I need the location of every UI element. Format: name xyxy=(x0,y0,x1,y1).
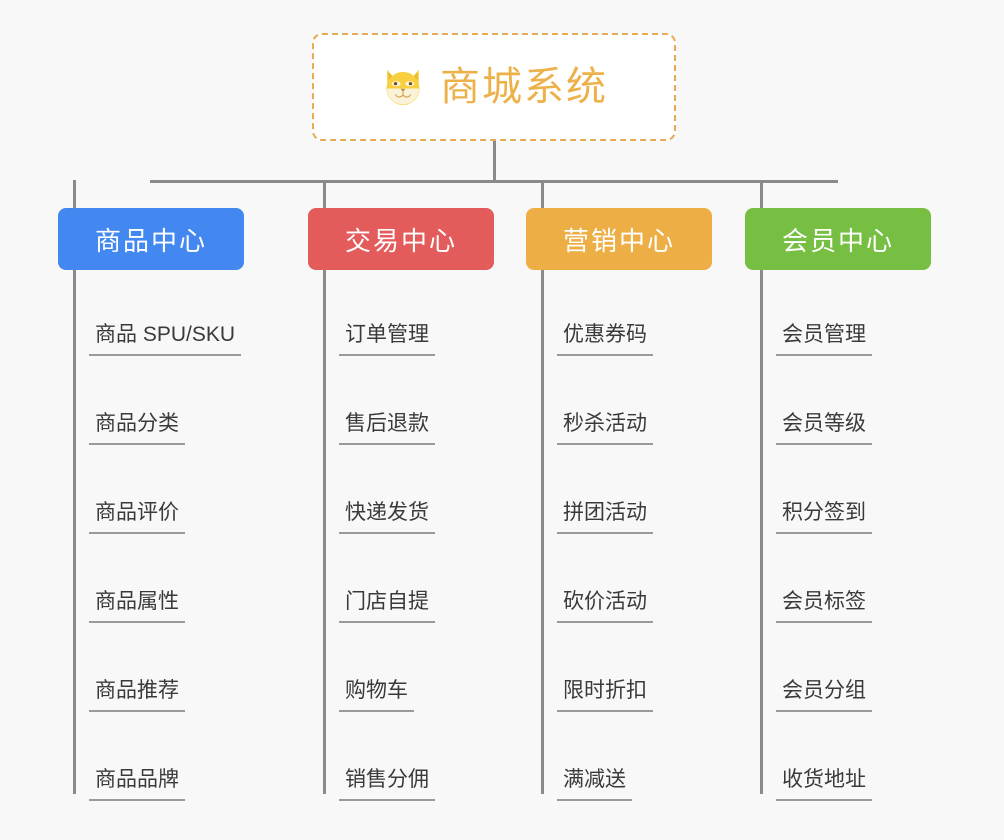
leaf-item[interactable]: 砍价活动 xyxy=(557,591,653,623)
category-node-label: 营销中心 xyxy=(562,225,675,256)
category-node-2[interactable]: 交易中心 xyxy=(308,208,494,270)
branch-trunk-1 xyxy=(73,270,76,794)
leaf-item[interactable]: 会员分组 xyxy=(776,680,872,712)
leaf-item[interactable]: 售后退款 xyxy=(339,413,435,445)
leaf-item[interactable]: 优惠券码 xyxy=(557,324,653,356)
category-node-label: 会员中心 xyxy=(781,225,894,256)
leaf-item[interactable]: 商品推荐 xyxy=(89,680,185,712)
leaf-item[interactable]: 商品 SPU/SKU xyxy=(89,324,242,356)
leaf-item[interactable]: 门店自提 xyxy=(339,591,435,623)
leaf-item[interactable]: 商品分类 xyxy=(89,413,185,445)
leaf-item[interactable]: 积分签到 xyxy=(776,502,872,534)
leaf-item[interactable]: 销售分佣 xyxy=(339,769,435,801)
leaf-item[interactable]: 商品属性 xyxy=(89,591,185,623)
branch-trunk-4 xyxy=(760,270,763,794)
leaf-item[interactable]: 订单管理 xyxy=(339,324,435,356)
leaf-item[interactable]: 收货地址 xyxy=(776,769,872,801)
leaf-item[interactable]: 商品品牌 xyxy=(89,769,185,801)
horizontal-bus-connector xyxy=(150,180,838,183)
leaf-item[interactable]: 拼团活动 xyxy=(557,502,653,534)
shiba-dog-icon xyxy=(386,69,420,105)
leaf-item[interactable]: 购物车 xyxy=(339,680,414,712)
branch-trunk-3 xyxy=(541,270,544,794)
root-node[interactable]: 商城系统 xyxy=(312,33,676,141)
category-node-3[interactable]: 营销中心 xyxy=(526,208,712,270)
leaf-item[interactable]: 满减送 xyxy=(557,769,632,801)
leaf-item[interactable]: 会员管理 xyxy=(776,324,872,356)
category-node-label: 商品中心 xyxy=(94,225,207,256)
branch-trunk-2 xyxy=(323,270,326,794)
leaf-item[interactable]: 快递发货 xyxy=(339,502,435,534)
leaf-item[interactable]: 会员等级 xyxy=(776,413,872,445)
leaf-item[interactable]: 限时折扣 xyxy=(557,680,653,712)
category-node-4[interactable]: 会员中心 xyxy=(745,208,931,270)
category-node-1[interactable]: 商品中心 xyxy=(58,208,244,270)
leaf-item[interactable]: 会员标签 xyxy=(776,591,872,623)
root-stem-connector xyxy=(493,141,496,182)
branch-drop-connector-2 xyxy=(323,180,326,208)
branch-drop-connector-1 xyxy=(73,180,76,208)
branch-drop-connector-3 xyxy=(541,180,544,208)
category-node-label: 交易中心 xyxy=(344,225,457,256)
leaf-item[interactable]: 秒杀活动 xyxy=(557,413,653,445)
root-title: 商城系统 xyxy=(440,65,608,109)
leaf-item[interactable]: 商品评价 xyxy=(89,502,185,534)
branch-drop-connector-4 xyxy=(760,180,763,208)
